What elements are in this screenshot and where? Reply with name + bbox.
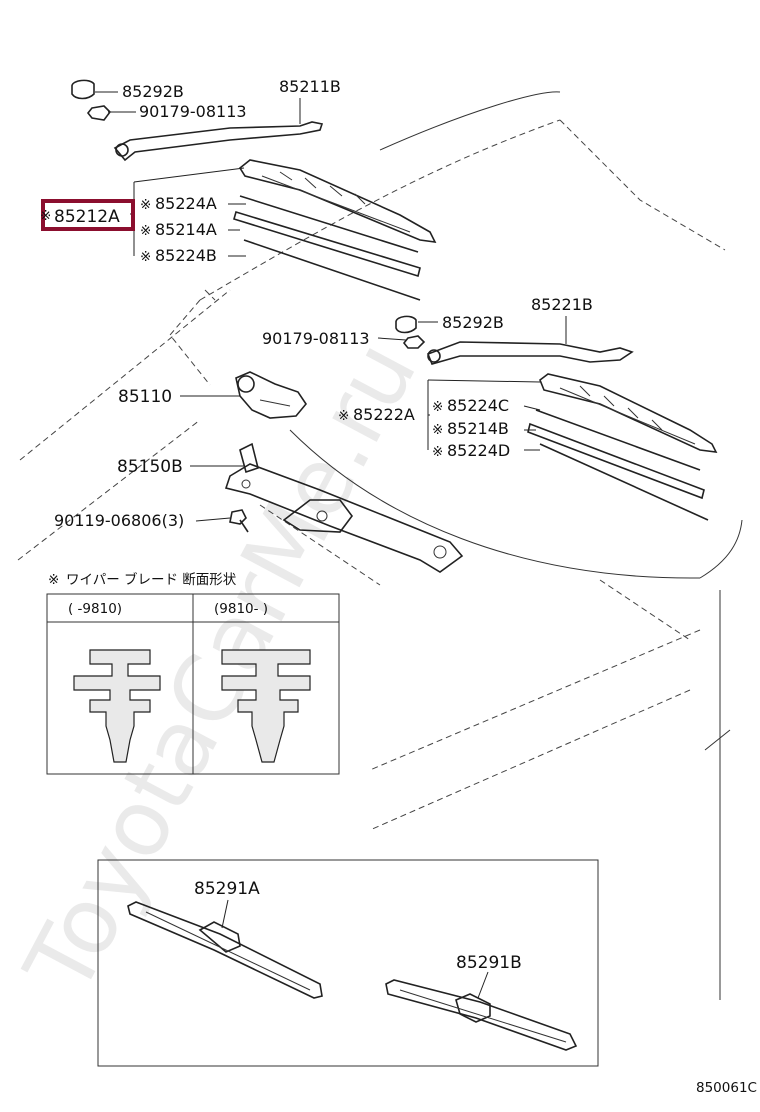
asterisk-mark: ※	[140, 197, 151, 213]
part-label-85292b-mid: 85292B	[442, 313, 504, 332]
part-label-90119: 90119-06806(3)	[54, 511, 184, 530]
part-label-85212a[interactable]: 85212A	[54, 207, 120, 227]
part-label-85291a: 85291A	[194, 879, 260, 899]
asterisk-mark: ※	[432, 399, 443, 415]
part-label-85291b: 85291B	[456, 953, 522, 973]
cross-section-col2-label: (9810- )	[214, 601, 268, 617]
part-label-85224d: 85224D	[447, 441, 510, 460]
leader-lines	[95, 91, 567, 522]
asterisk-mark: ※	[48, 572, 59, 588]
part-label-85150b: 85150B	[117, 457, 183, 477]
cross-section-table: ※ ワイパー ブレード 断面形状 ( -9810) (9810- )	[46, 571, 340, 775]
bolt-icon	[229, 509, 249, 533]
part-label-85214a: 85214A	[155, 220, 217, 239]
blade-rubber-strips-upper	[233, 195, 421, 301]
watermark-text: ToyotaCarMe.ru	[4, 325, 437, 1012]
arm-cap-icon-mid	[395, 315, 417, 334]
blade-profile-old	[73, 649, 161, 763]
wiper-blade-assembly-upper	[238, 159, 437, 243]
arm-cap-icon	[71, 79, 95, 100]
blade-rubber-strips-lower	[527, 409, 709, 521]
part-label-85224a: 85224A	[155, 194, 217, 213]
wiper-blade-85291a	[127, 901, 323, 999]
asterisk-mark: ※	[432, 422, 443, 438]
vehicle-body-outline	[17, 91, 743, 1000]
nut-icon-mid	[402, 335, 426, 349]
cross-section-col1-label: ( -9810)	[68, 601, 122, 617]
asterisk-mark: ※	[338, 408, 349, 424]
part-label-85224b: 85224B	[155, 246, 217, 265]
part-label-85292b-top: 85292B	[122, 82, 184, 101]
asterisk-mark: ※	[140, 223, 151, 239]
wiper-blade-box: 85291A 85291B	[97, 859, 599, 1067]
part-label-85222a: 85222A	[353, 405, 415, 424]
wiper-blade-assembly-lower	[539, 373, 718, 453]
part-label-85211b: 85211B	[279, 77, 341, 96]
nut-icon	[86, 105, 112, 121]
blade-profile-new	[221, 649, 311, 763]
asterisk-mark: ※	[40, 208, 51, 224]
wiper-blade-85291b	[385, 979, 578, 1051]
front-wiper-arm-left	[113, 121, 324, 162]
part-label-85221b: 85221B	[531, 295, 593, 314]
cross-section-title: ワイパー ブレード 断面形状	[66, 571, 237, 588]
diagram-code: 850061C	[696, 1080, 757, 1096]
front-wiper-arm-right	[426, 341, 634, 365]
part-label-90179-mid: 90179-08113	[262, 329, 370, 348]
part-label-90179-top: 90179-08113	[139, 102, 247, 121]
wiper-motor	[235, 371, 307, 419]
asterisk-mark: ※	[432, 444, 443, 460]
part-label-85224c: 85224C	[447, 396, 509, 415]
part-label-85110: 85110	[118, 387, 172, 407]
asterisk-mark: ※	[140, 249, 151, 265]
wiper-link-assembly	[224, 442, 464, 573]
part-label-85214b: 85214B	[447, 419, 509, 438]
highlight-box-85212a	[41, 199, 135, 231]
